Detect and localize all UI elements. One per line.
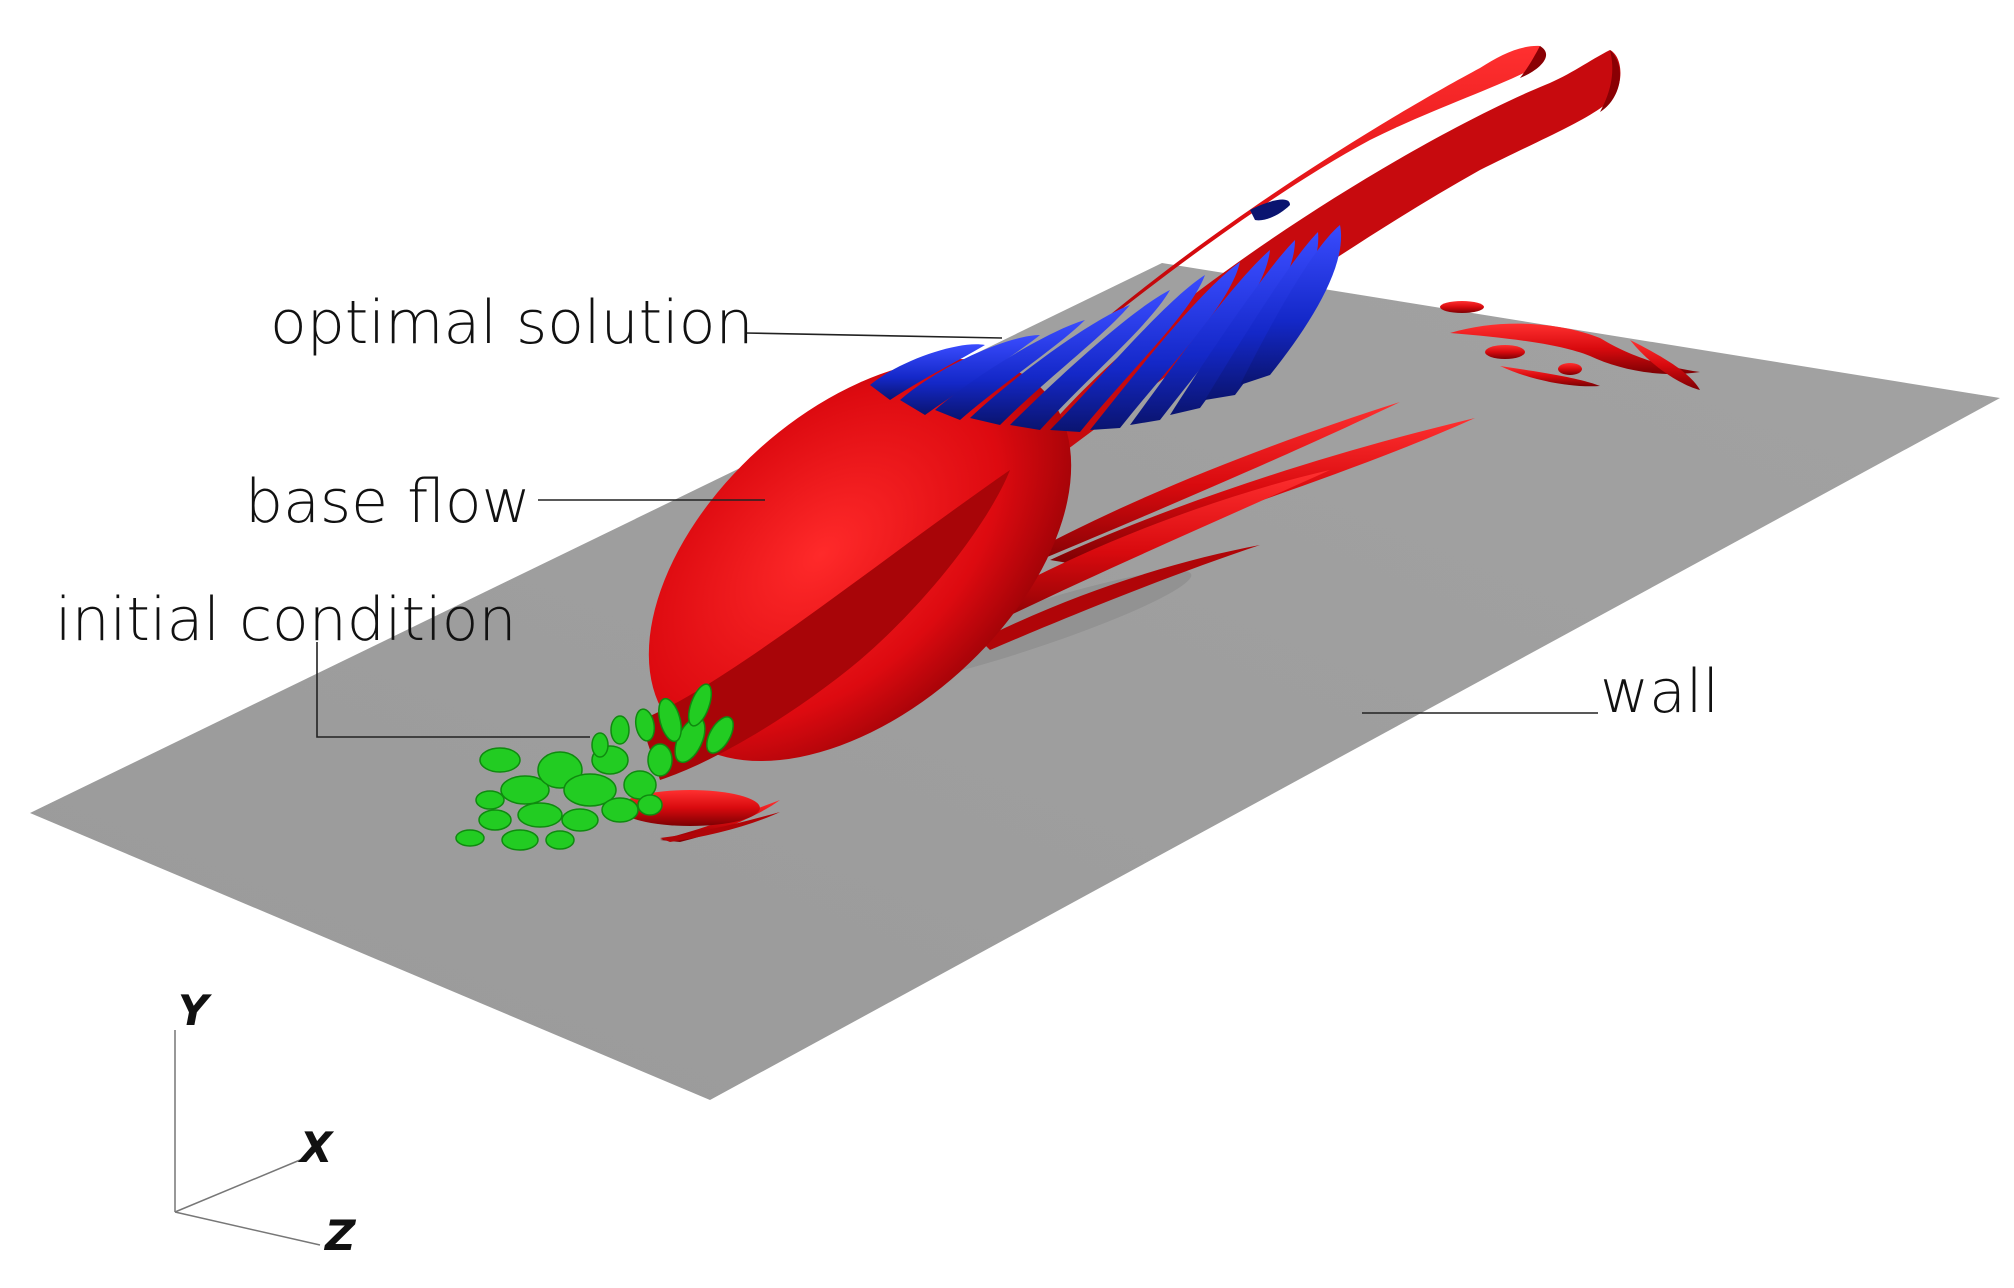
optimal-solution-rings bbox=[870, 199, 1342, 432]
wall-plane bbox=[30, 263, 2000, 1100]
y-axis-label: Y bbox=[178, 986, 212, 1035]
initial-condition-leader bbox=[316, 642, 590, 738]
wall-streaks bbox=[660, 402, 1475, 842]
x-axis-label: X bbox=[297, 1123, 335, 1172]
x-axis-line bbox=[174, 1159, 301, 1213]
wall-label: wall bbox=[1600, 657, 1719, 727]
leader-lines bbox=[316, 332, 1598, 738]
optimal-solution-label: optimal solution bbox=[270, 288, 754, 358]
z-axis-label: Z bbox=[323, 1211, 357, 1260]
downstream-streak-patches bbox=[1440, 301, 1700, 390]
z-axis-line bbox=[174, 1211, 321, 1246]
axis-triad bbox=[174, 1030, 321, 1246]
base-flow-body bbox=[620, 358, 1072, 842]
optimal-solution-leader bbox=[744, 332, 1003, 339]
initial-condition-cluster bbox=[455, 683, 734, 851]
initial-condition-label: initial condition bbox=[55, 585, 516, 655]
base-flow-label: base flow bbox=[245, 467, 531, 537]
